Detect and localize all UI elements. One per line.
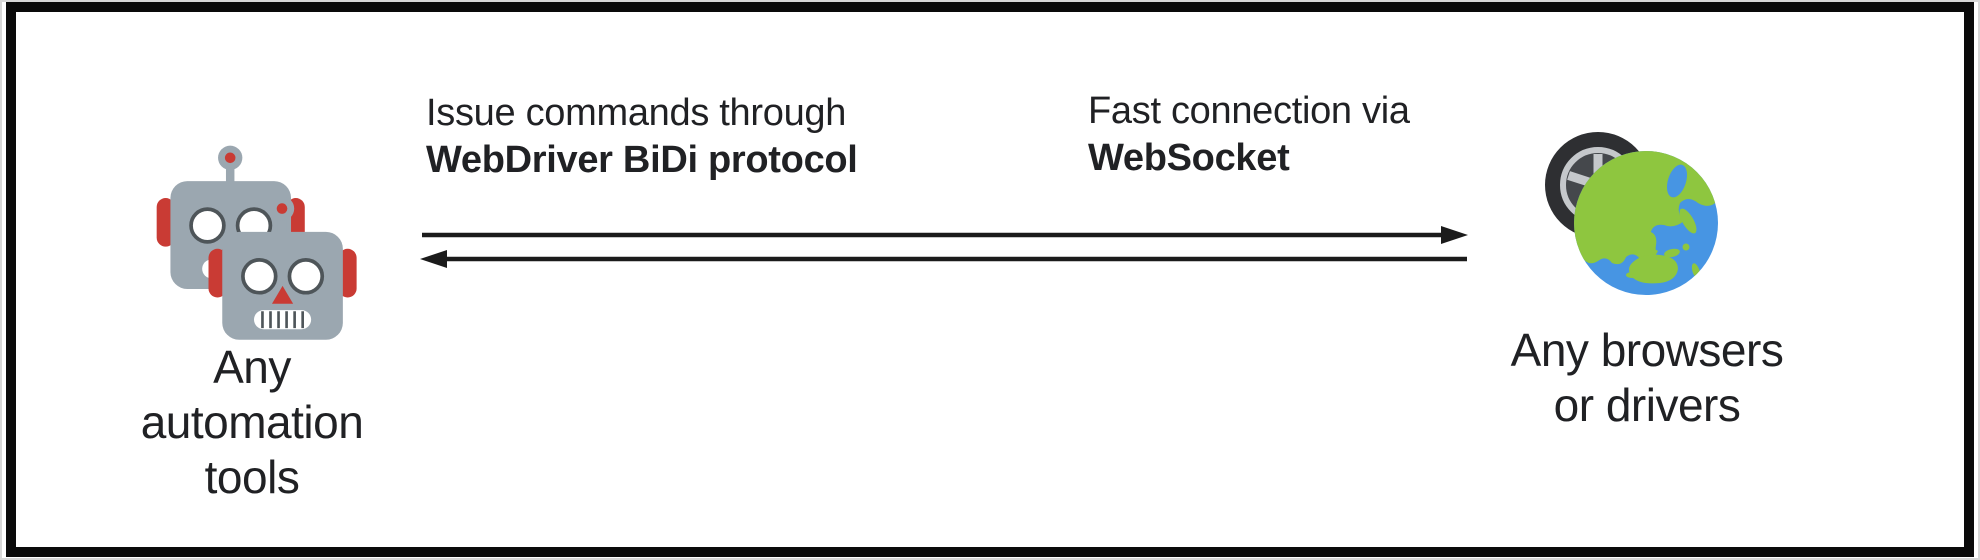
caption-line: Any browsers — [1510, 324, 1784, 376]
label-line-bold: WebSocket — [1088, 137, 1290, 179]
arrow-right-icon — [422, 226, 1468, 244]
connection-label-websocket: Fast connection via WebSocket — [1088, 88, 1410, 182]
caption-line: automation — [140, 396, 364, 448]
label-line-regular: Issue commands through — [426, 92, 847, 134]
robots-icon — [154, 143, 359, 342]
connection-label-bidi: Issue commands through WebDriver BiDi pr… — [426, 90, 858, 184]
caption-line: tools — [204, 451, 300, 503]
label-line-regular: Fast connection via — [1088, 90, 1410, 132]
caption-line: Any — [213, 341, 291, 393]
bidirectional-arrows-icon — [420, 226, 1468, 268]
globe-icon — [1574, 151, 1718, 295]
left-node-caption: Any automation tools — [52, 340, 452, 505]
wheel-globe-icon — [1545, 132, 1718, 295]
right-node-caption: Any browsers or drivers — [1447, 323, 1847, 433]
label-line-bold: WebDriver BiDi protocol — [426, 139, 858, 181]
arrow-left-icon — [420, 250, 1467, 268]
caption-line: or drivers — [1553, 379, 1741, 431]
